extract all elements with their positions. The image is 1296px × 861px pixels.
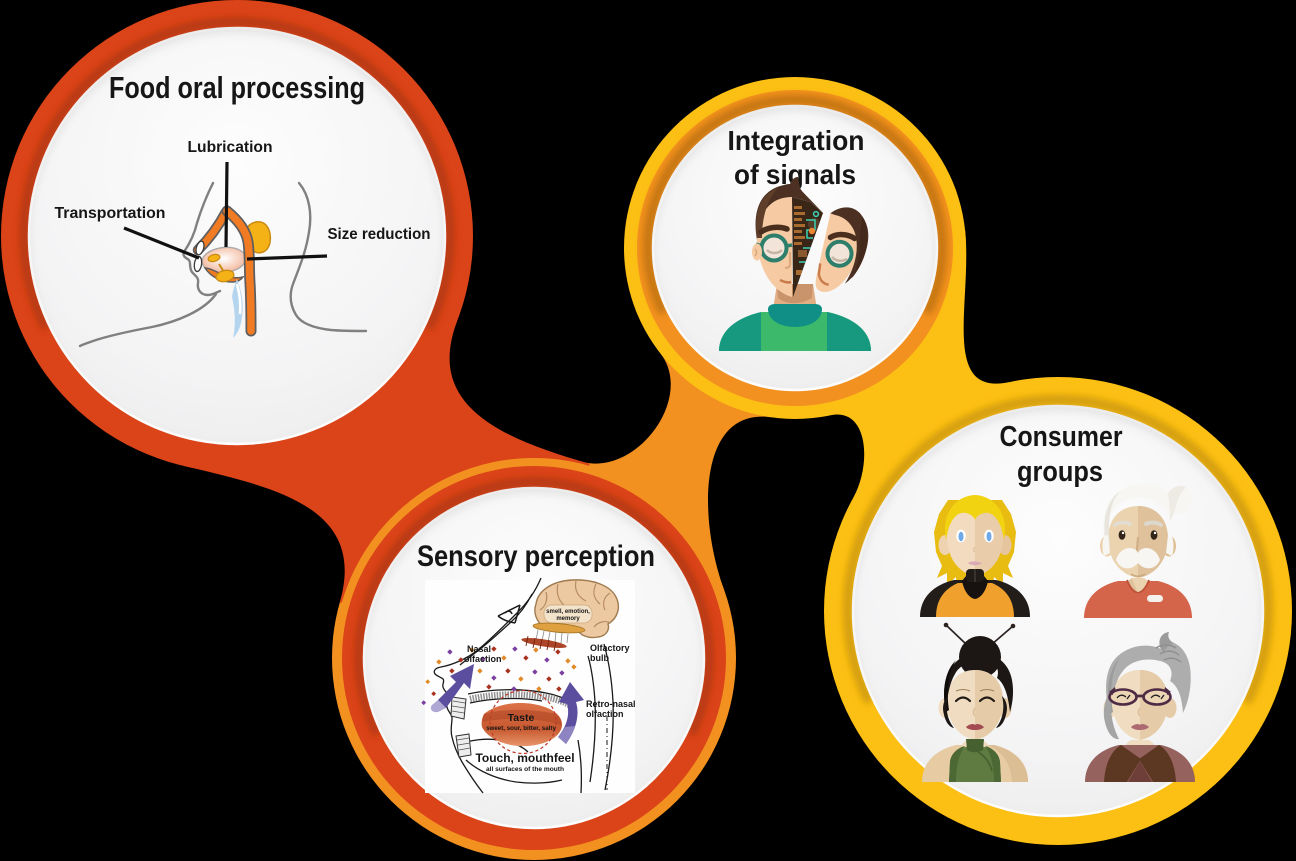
nasal-olfaction-label-line1: Nasal [467,644,491,654]
transportation-label: Transportation [55,205,166,222]
touch-mouthfeel-label: Touch, mouthfeel [475,751,574,765]
taste-label: Taste [508,712,535,724]
teeth [450,696,472,758]
taste-sub-label: sweet, sour, bitter, salty [486,725,556,732]
nasal-olfaction-arrow [430,664,474,713]
glasses [1108,687,1172,706]
taste-dashed-circle [489,689,557,755]
hair-stick-right [990,625,1014,646]
polo-shirt [1084,581,1192,618]
chest-line [78,292,218,348]
elderly-woman-avatar [1085,632,1195,782]
cyborg-head-illustration [719,177,871,351]
size-reduction-line [246,254,328,261]
mustache [1116,548,1160,569]
food-oral-processing-bubble: Food oral processing [55,70,431,348]
eye-symbol [497,604,521,624]
olfaction-taste-diagram: smell, emotion, memory [421,577,636,794]
detached-face-piece [815,207,869,292]
sensory-perception-bubble: Sensory perception smell, emotion, memor… [417,540,655,794]
connector-sensory-integration [581,350,772,591]
consumer-title-line2: groups [1017,456,1103,488]
ring-inner-shadows [19,17,1273,736]
brain-folds [539,580,612,628]
transportation-line [123,226,200,260]
sensory-title: Sensory perception [417,540,655,573]
consumer-title-line1: Consumer [1000,421,1123,453]
olfactory-bulb-label-line1: Olfactory [590,643,630,653]
blonde-fringe [944,495,1006,540]
olfactory-bulb-shape [532,622,586,634]
olfactory-bulb-label-line2: bulb [590,653,609,663]
nasal-olfaction-label-line2: olfaction [464,654,502,664]
retro-nasal-label-line1: Retro-nasal [586,699,636,709]
lubrication-label: Lubrication [188,139,273,156]
shirt-collar [768,304,822,327]
smell-emotion-memory-label-line1: smell, emotion, [546,609,590,615]
elderly-woman-hair [1106,632,1191,714]
green-dress [949,746,1001,782]
retro-nasal-label-line2: olfaction [586,709,624,719]
food-bubble [27,26,447,446]
tongue [481,703,563,747]
food-oral-processing-title: Food oral processing [109,70,365,105]
touch-sub-label: all surfaces of the mouth [486,766,564,773]
hair-lock [1103,688,1119,740]
lubrication-line [224,161,229,248]
neck-back-line [289,181,368,333]
hair-stick-left [945,624,968,646]
integration-title-line1: Integration [728,125,865,156]
salivary-glands [207,253,235,283]
smell-emotion-memory-label-line2: memory [556,616,580,622]
asian-woman-avatar [922,622,1028,782]
consumer-groups-bubble: Consumer groups [920,421,1195,782]
elderly-man-avatar [1084,484,1192,618]
young-blonde-adult-avatar [920,495,1030,617]
retro-nasal-arrow [558,682,584,744]
face-profile-line [182,181,222,297]
circuit-traces [794,206,820,283]
connector-food-sensory [183,318,590,603]
connector-integration-consumer [829,230,1011,500]
mouth-anatomy-illustration [78,161,368,348]
integration-of-signals-bubble: Integration of signals [719,125,871,351]
size-reduction-label: Size reduction [328,226,431,243]
